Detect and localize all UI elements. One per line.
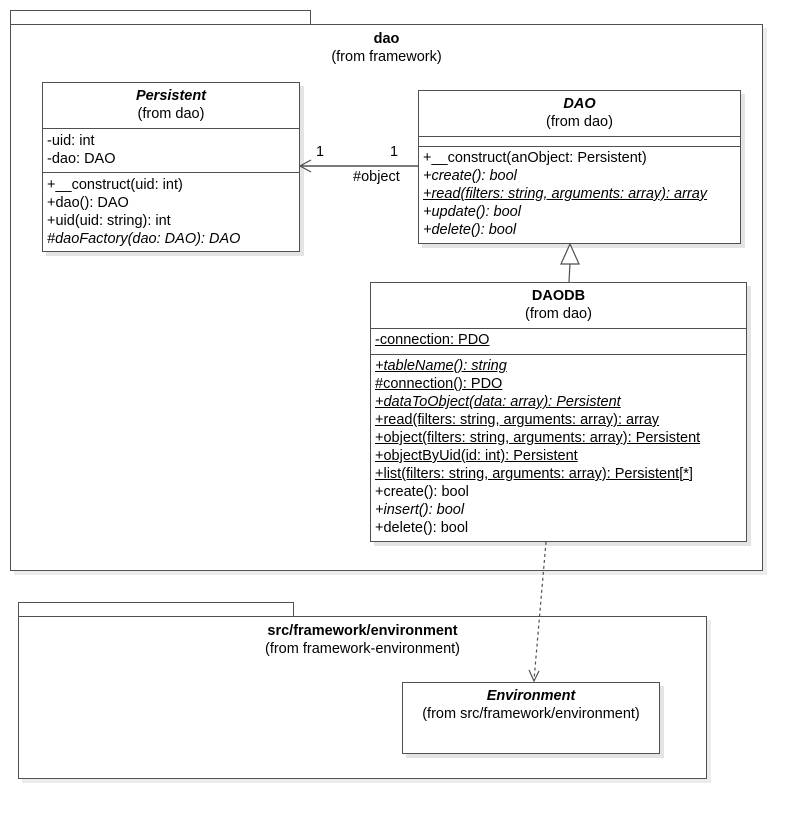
class-member: +update(): bool: [423, 204, 521, 220]
class-member: -connection: PDO: [375, 332, 490, 348]
association-arrowhead: [298, 159, 312, 173]
class-member: +list(filters: string, arguments: array)…: [375, 466, 693, 482]
dependency-arrowhead: [528, 669, 540, 683]
class-member: +delete(): bool: [375, 520, 469, 536]
class-member: -uid: int: [47, 133, 95, 149]
persistent-class-origin: (from dao): [137, 106, 205, 122]
multiplicity-dao: 1: [390, 144, 399, 160]
association-role-label: #object: [353, 169, 400, 185]
environment-class[interactable]: Environment (from src/framework/environm…: [402, 682, 660, 754]
generalization-line: [568, 262, 571, 283]
multiplicity-persistent: 1: [316, 144, 325, 160]
class-member: +dataToObject(data: array): Persistent: [375, 394, 621, 410]
persistent-class[interactable]: Persistent (from dao) -uid: int -dao: DAO…: [42, 82, 300, 252]
class-member: +dao(): DAO: [47, 195, 129, 211]
class-member: +__construct(anObject: Persistent): [423, 150, 647, 166]
class-member: +objectByUid(id: int): Persistent: [375, 448, 578, 464]
dao-methods: +__construct(anObject: Persistent) +creat…: [423, 149, 707, 239]
persistent-methods: +__construct(uid: int) +dao(): DAO +uid(ui…: [47, 176, 240, 248]
class-member: +insert(): bool: [375, 502, 465, 518]
environment-package-origin: (from framework-environment): [265, 641, 460, 657]
daodb-attributes: -connection: PDO: [375, 331, 489, 349]
class-member: +read(filters: string, arguments: array)…: [375, 412, 660, 428]
class-member: #daoFactory(dao: DAO): DAO: [47, 231, 241, 247]
class-member: +create(): bool: [423, 168, 517, 184]
daodb-class[interactable]: DAODB (from dao) -connection: PDO +table…: [370, 282, 747, 542]
environment-package-name: src/framework/environment: [267, 623, 458, 639]
environment-class-name: Environment: [486, 688, 576, 704]
dao-class[interactable]: DAO (from dao) +__construct(anObject: Pe…: [418, 90, 741, 244]
daodb-class-origin: (from dao): [525, 306, 592, 322]
dao-package-tab: [10, 10, 311, 25]
environment-package-tab: [18, 602, 294, 617]
class-member: +__construct(uid: int): [47, 177, 183, 193]
class-member: +object(filters: string, arguments: arra…: [375, 430, 701, 446]
persistent-attributes: -uid: int -dao: DAO: [47, 132, 116, 168]
persistent-class-name: Persistent: [135, 88, 207, 104]
class-member: #connection(): PDO: [375, 376, 503, 392]
class-member: +delete(): bool: [423, 222, 517, 238]
class-member: +uid(uid: string): int: [47, 213, 171, 229]
class-member: +read(filters: string, arguments: array)…: [423, 186, 708, 202]
class-member: +tableName(): string: [375, 358, 507, 374]
dao-class-origin: (from dao): [546, 114, 613, 130]
dao-package-name: dao: [373, 31, 400, 47]
class-member: +create(): bool: [375, 484, 469, 500]
generalization-triangle: [560, 242, 580, 265]
dependency-line: [533, 541, 547, 681]
daodb-class-name: DAODB: [531, 288, 586, 304]
environment-class-origin: (from src/framework/environment): [422, 706, 640, 722]
dao-package-origin: (from framework): [331, 49, 442, 65]
class-member: -dao: DAO: [47, 151, 116, 167]
daodb-methods: +tableName(): string #connection(): PDO +d…: [375, 357, 700, 537]
dao-class-name: DAO: [563, 96, 596, 112]
